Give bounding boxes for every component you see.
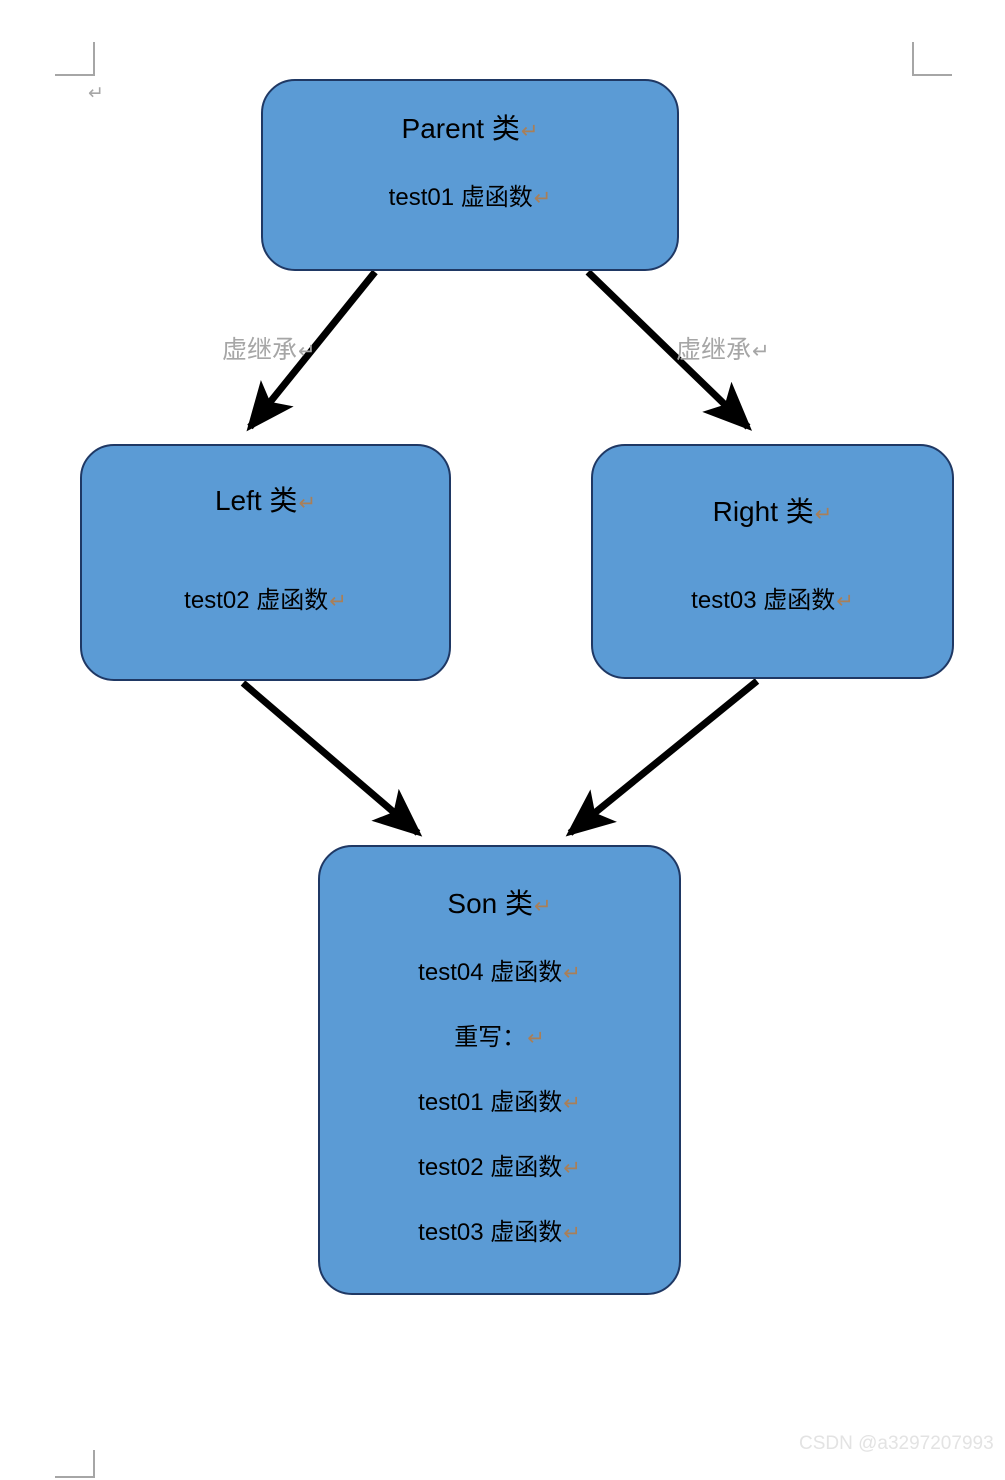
member-text: test03 虚函数	[691, 587, 836, 614]
page-margin-mark-bottom-left	[55, 1450, 95, 1478]
edge-label-parent-right: 虚继承↵	[676, 330, 770, 366]
member-text: test01 虚函数	[418, 1089, 563, 1116]
edge-label-text: 虚继承	[222, 336, 298, 364]
class-node-parent[interactable]: Parent 类↵ test01 虚函数↵	[261, 79, 679, 271]
member-text: test02 虚函数	[418, 1154, 563, 1181]
edge-label-text: 虚继承	[676, 336, 752, 364]
page-margin-mark-top-right	[912, 42, 952, 76]
paragraph-return-icon: ↵	[520, 119, 539, 143]
class-name-text: Left 类	[214, 485, 298, 516]
paragraph-return-icon: ↵	[527, 1026, 545, 1050]
member-text: 重写：	[454, 1024, 527, 1051]
class-node-son[interactable]: Son 类↵ test04 虚函数↵ 重写：↵ test01 虚函数↵ test…	[318, 845, 681, 1295]
class-node-son-member-4: test03 虚函数↵	[320, 1212, 679, 1247]
class-node-right[interactable]: Right 类↵ test03 虚函数↵	[591, 444, 954, 679]
paragraph-return-icon: ↵	[563, 1156, 581, 1180]
class-node-parent-member-0: test01 虚函数↵	[263, 177, 677, 212]
class-name-text: Son 类	[447, 888, 533, 919]
class-node-left-member-0: test02 虚函数↵	[82, 580, 449, 615]
csdn-watermark: CSDN @a3297207993	[799, 1433, 994, 1454]
class-node-parent-title: Parent 类↵	[263, 107, 677, 147]
paragraph-return-icon: ↵	[88, 82, 104, 104]
class-node-left-title: Left 类↵	[82, 479, 449, 519]
class-node-left[interactable]: Left 类↵ test02 虚函数↵	[80, 444, 451, 681]
paragraph-return-icon: ↵	[563, 1221, 581, 1245]
paragraph-return-icon: ↵	[563, 1091, 581, 1115]
class-node-right-member-0: test03 虚函数↵	[593, 580, 952, 615]
edge-label-parent-left: 虚继承↵	[222, 330, 316, 366]
member-text: test04 虚函数	[418, 959, 563, 986]
class-name-text: Parent 类	[401, 113, 520, 144]
paragraph-return-icon: ↵	[814, 502, 833, 526]
class-node-son-member-3: test02 虚函数↵	[320, 1147, 679, 1182]
class-node-son-member-2: test01 虚函数↵	[320, 1082, 679, 1117]
class-name-text: Right 类	[712, 496, 814, 527]
arrow-left-to-son	[240, 680, 423, 837]
paragraph-return-icon: ↵	[752, 339, 770, 363]
paragraph-return-icon: ↵	[298, 339, 316, 363]
class-node-right-title: Right 类↵	[593, 490, 952, 530]
paragraph-return-icon: ↵	[533, 186, 552, 210]
paragraph-return-icon: ↵	[534, 894, 552, 918]
class-node-son-member-1: 重写：↵	[320, 1017, 679, 1052]
class-node-son-members: test04 虚函数↵ 重写：↵ test01 虚函数↵ test02 虚函数↵…	[320, 952, 679, 1277]
paragraph-return-icon: ↵	[298, 491, 317, 515]
member-text: test01 虚函数	[388, 184, 533, 211]
member-text: test02 虚函数	[184, 587, 329, 614]
class-node-son-title: Son 类↵	[320, 882, 679, 922]
member-text: test03 虚函数	[418, 1219, 563, 1246]
paragraph-return-icon: ↵	[329, 589, 347, 613]
paragraph-return-icon: ↵	[563, 961, 581, 985]
page-margin-mark-top-left	[55, 42, 95, 76]
class-node-son-member-0: test04 虚函数↵	[320, 952, 679, 987]
arrow-right-to-son	[565, 678, 760, 837]
paragraph-return-icon: ↵	[836, 589, 854, 613]
